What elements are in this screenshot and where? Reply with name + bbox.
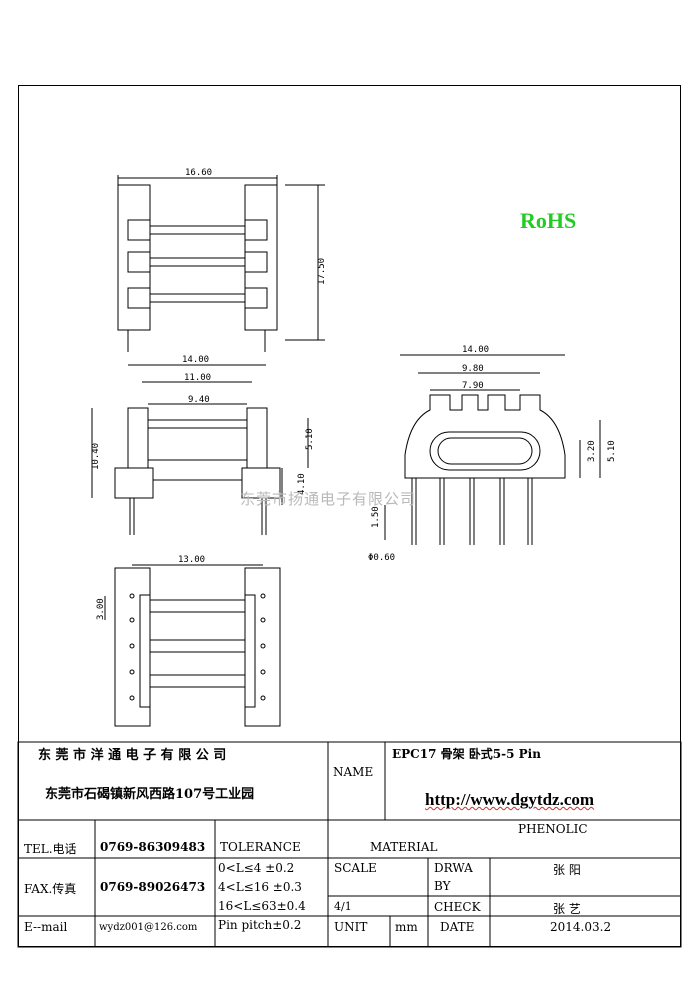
dim-front-gap: 9.40 xyxy=(188,395,210,405)
side-view xyxy=(384,354,601,545)
date-value: 2014.03.2 xyxy=(550,920,612,934)
dim-side-h1: 3.20 xyxy=(587,440,597,462)
dim-front-outer: 14.00 xyxy=(182,355,209,365)
fax-label: FAX.传真 xyxy=(24,882,77,896)
email-value[interactable]: wydz001@126.com xyxy=(99,922,198,933)
title-block-grid xyxy=(17,741,682,948)
tolerance-label: TOLERANCE xyxy=(220,840,301,854)
dim-front-pin: 4.10 xyxy=(297,473,307,495)
tolerance-row-3: 16<L≤63±0.4 xyxy=(218,899,306,913)
tolerance-row-4: Pin pitch±0.2 xyxy=(218,918,302,932)
dim-bottom-pitch: 3.00 xyxy=(96,598,106,620)
email-label: E--mail xyxy=(24,920,68,934)
dim-side-outer: 14.00 xyxy=(462,345,489,355)
website-link[interactable]: http://www.dgytdz.com xyxy=(425,790,595,809)
scale-value: 4/1 xyxy=(334,900,352,913)
drawn-by: 张 阳 xyxy=(553,863,581,877)
dim-side-h2: 5.10 xyxy=(607,440,617,462)
dim-top-width: 16.60 xyxy=(185,168,212,178)
dim-pin-dia: Φ0.60 xyxy=(368,553,395,563)
dim-front-side: 5.10 xyxy=(305,428,315,450)
dim-side-pin-len: 1.50 xyxy=(371,506,381,528)
unit-value: mm xyxy=(395,920,418,934)
check-label: CHECK xyxy=(434,900,481,914)
drwa-label: DRWA xyxy=(434,861,473,875)
fax-value: 0769-89026473 xyxy=(100,880,206,894)
company-name: 东 莞 市 洋 通 电 子 有 限 公 司 xyxy=(38,748,227,763)
dim-bottom-width: 13.00 xyxy=(178,555,205,565)
unit-label: UNIT xyxy=(334,920,368,934)
company-watermark: 东莞市扬通电子有限公司 xyxy=(240,490,417,508)
tolerance-row-1: 0<L≤4 ±0.2 xyxy=(218,861,295,875)
dim-side-inner: 7.90 xyxy=(462,381,484,391)
dim-top-height: 17.50 xyxy=(317,258,327,285)
bottom-view xyxy=(104,564,281,727)
tel-label: TEL.电话 xyxy=(24,842,77,856)
tolerance-row-2: 4<L≤16 ±0.3 xyxy=(218,880,302,894)
dim-front-height: 10.40 xyxy=(91,443,101,470)
name-label: NAME xyxy=(333,765,374,779)
material-value: PHENOLIC xyxy=(518,822,588,836)
scale-label: SCALE xyxy=(334,861,377,875)
front-view xyxy=(91,364,309,535)
dim-front-inner: 11.00 xyxy=(184,373,211,383)
top-view xyxy=(117,175,325,352)
part-name: EPC17 骨架 卧式5-5 Pin xyxy=(392,747,541,761)
by-label: BY xyxy=(434,879,451,893)
rohs-badge: RoHS xyxy=(520,208,577,233)
company-address: 东莞市石碣镇新风西路107号工业园 xyxy=(45,787,255,802)
dim-side-mid: 9.80 xyxy=(462,364,484,374)
date-label: DATE xyxy=(440,920,475,934)
material-label: MATERIAL xyxy=(370,840,438,854)
checked-by: 张 艺 xyxy=(553,902,581,916)
tel-value: 0769-86309483 xyxy=(100,840,206,854)
